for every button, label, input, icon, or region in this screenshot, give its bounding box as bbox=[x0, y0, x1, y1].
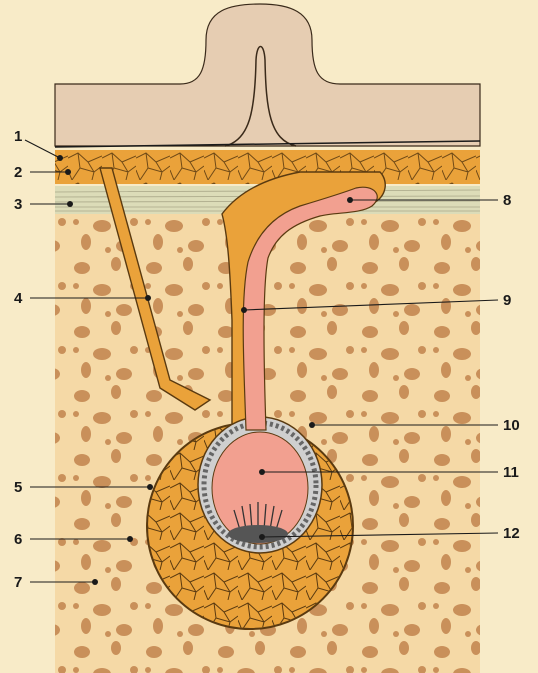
fibrous-layer-network bbox=[55, 150, 480, 184]
label-7: 7 bbox=[14, 574, 22, 591]
label-1: 1 bbox=[14, 128, 22, 145]
label-3: 3 bbox=[14, 196, 22, 213]
label-11: 11 bbox=[503, 464, 519, 481]
label-12: 12 bbox=[503, 525, 520, 542]
label-4: 4 bbox=[14, 290, 23, 307]
label-10: 10 bbox=[503, 417, 520, 434]
label-6: 6 bbox=[14, 531, 22, 548]
label-5: 5 bbox=[14, 479, 22, 496]
receptor-base bbox=[228, 525, 288, 543]
label-8: 8 bbox=[503, 192, 511, 209]
label-9: 9 bbox=[503, 292, 511, 309]
label-2: 2 bbox=[14, 164, 22, 181]
